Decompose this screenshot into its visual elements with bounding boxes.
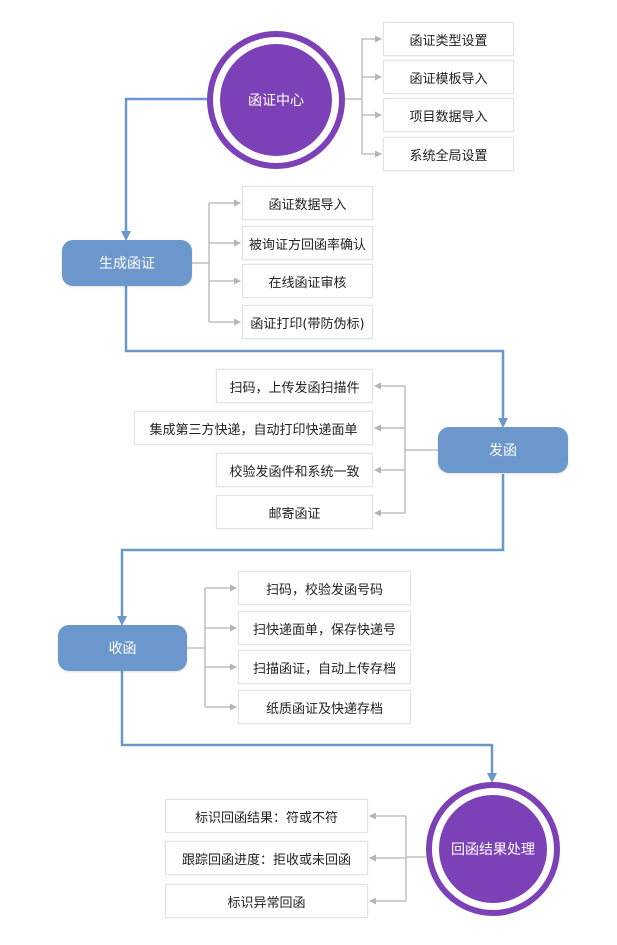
result-node-label: 回函结果处理 [439,795,547,903]
generate-item-1[interactable]: 函证数据导入 [242,186,373,220]
center-node[interactable]: 函证中心 [207,31,345,169]
receive-item-3[interactable]: 扫描函证，自动上传存档 [238,650,411,684]
receive-item-1[interactable]: 扫码，校验发函号码 [238,571,411,605]
center-node-label: 函证中心 [220,44,332,156]
flow-receive-to-result [120,671,497,783]
flow-generate-to-send [124,286,508,428]
send-item-2[interactable]: 集成第三方快递，自动打印快递面单 [134,411,373,445]
receive-item-2[interactable]: 扫快递面单，保存快递号 [238,611,411,645]
center-item-1[interactable]: 函证类型设置 [383,22,514,56]
flow-send-to-receive [117,474,505,626]
generate-node[interactable]: 生成函证 [62,240,192,286]
center-item-2[interactable]: 函证模板导入 [383,60,514,94]
result-item-2[interactable]: 跟踪回函进度：拒收或未回函 [165,841,368,875]
result-item-1[interactable]: 标识回函结果：符或不符 [165,799,368,833]
generate-item-2[interactable]: 被询证方回函率确认 [242,226,373,260]
result-node[interactable]: 回函结果处理 [426,782,560,916]
send-item-3[interactable]: 校验发函件和系统一致 [216,453,373,487]
receive-item-4[interactable]: 纸质函证及快递存档 [238,690,411,724]
receive-node[interactable]: 收函 [58,625,187,671]
send-node[interactable]: 发函 [438,427,568,473]
generate-item-4[interactable]: 函证打印(带防伪标) [242,305,373,339]
send-item-4[interactable]: 邮寄函证 [216,495,373,529]
center-item-3[interactable]: 项目数据导入 [383,98,514,132]
send-item-1[interactable]: 扫码，上传发函扫描件 [216,369,373,403]
center-item-4[interactable]: 系统全局设置 [383,137,514,171]
flow-center-to-generate [121,97,207,241]
generate-item-3[interactable]: 在线函证审核 [242,264,373,298]
result-item-3[interactable]: 标识异常回函 [165,884,368,918]
